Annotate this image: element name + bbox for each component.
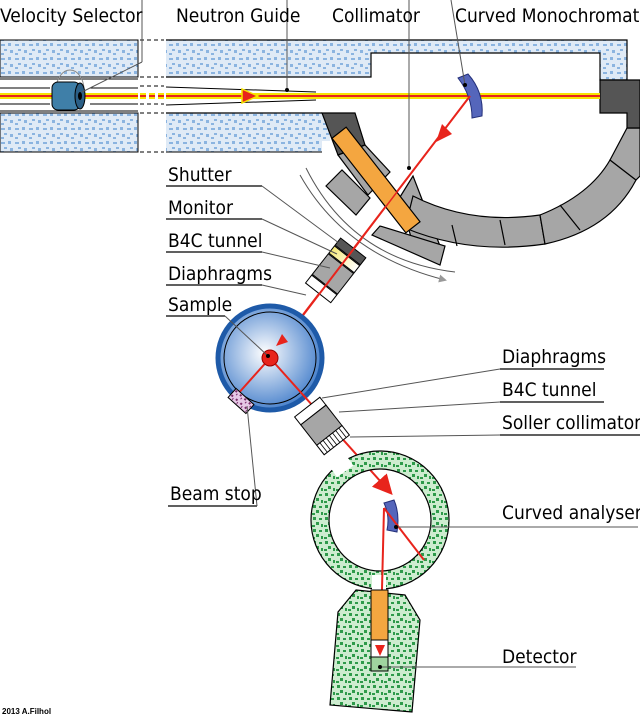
label-curved-analyser: Curved analyser xyxy=(502,502,640,524)
label-detector: Detector xyxy=(502,646,577,668)
rotation-arrow-outer xyxy=(305,167,456,273)
monochromator-drum xyxy=(321,79,640,266)
velocity-selector xyxy=(51,69,86,111)
label-sample: Sample xyxy=(168,294,232,316)
label-collimator: Collimator xyxy=(332,5,421,27)
secondary-components xyxy=(293,396,351,456)
label-diaphragms-1: Diaphragms xyxy=(168,263,272,285)
leader-lines xyxy=(81,0,640,669)
b4c-tunnel xyxy=(311,253,355,295)
analyser-drum xyxy=(310,450,450,597)
credit: 2013 A.Filhol xyxy=(2,707,51,716)
label-curved-monochromator: Curved Monochromator xyxy=(455,5,640,27)
label-neutron-guide: Neutron Guide xyxy=(176,5,300,27)
label-b4c-tunnel-1: B4C tunnel xyxy=(168,230,262,252)
label-velocity-selector: Velocity Selector xyxy=(0,5,144,27)
diaphragms xyxy=(304,274,338,304)
collimator xyxy=(331,126,421,234)
primary-components xyxy=(304,237,367,304)
label-monitor: Monitor xyxy=(168,197,234,219)
label-b4c-tunnel-2: B4C tunnel xyxy=(502,379,596,401)
label-shutter: Shutter xyxy=(168,164,232,186)
monitor xyxy=(328,245,361,274)
label-diaphragms-2: Diaphragms xyxy=(502,346,606,368)
beam-direction-arrow xyxy=(241,87,260,105)
label-beam-stop: Beam stop xyxy=(170,483,262,505)
detector-shielding xyxy=(329,589,421,713)
analysed-beam xyxy=(383,507,425,561)
guide-shielding xyxy=(0,39,628,153)
label-soller-collimator: Soller collimator xyxy=(502,412,640,434)
